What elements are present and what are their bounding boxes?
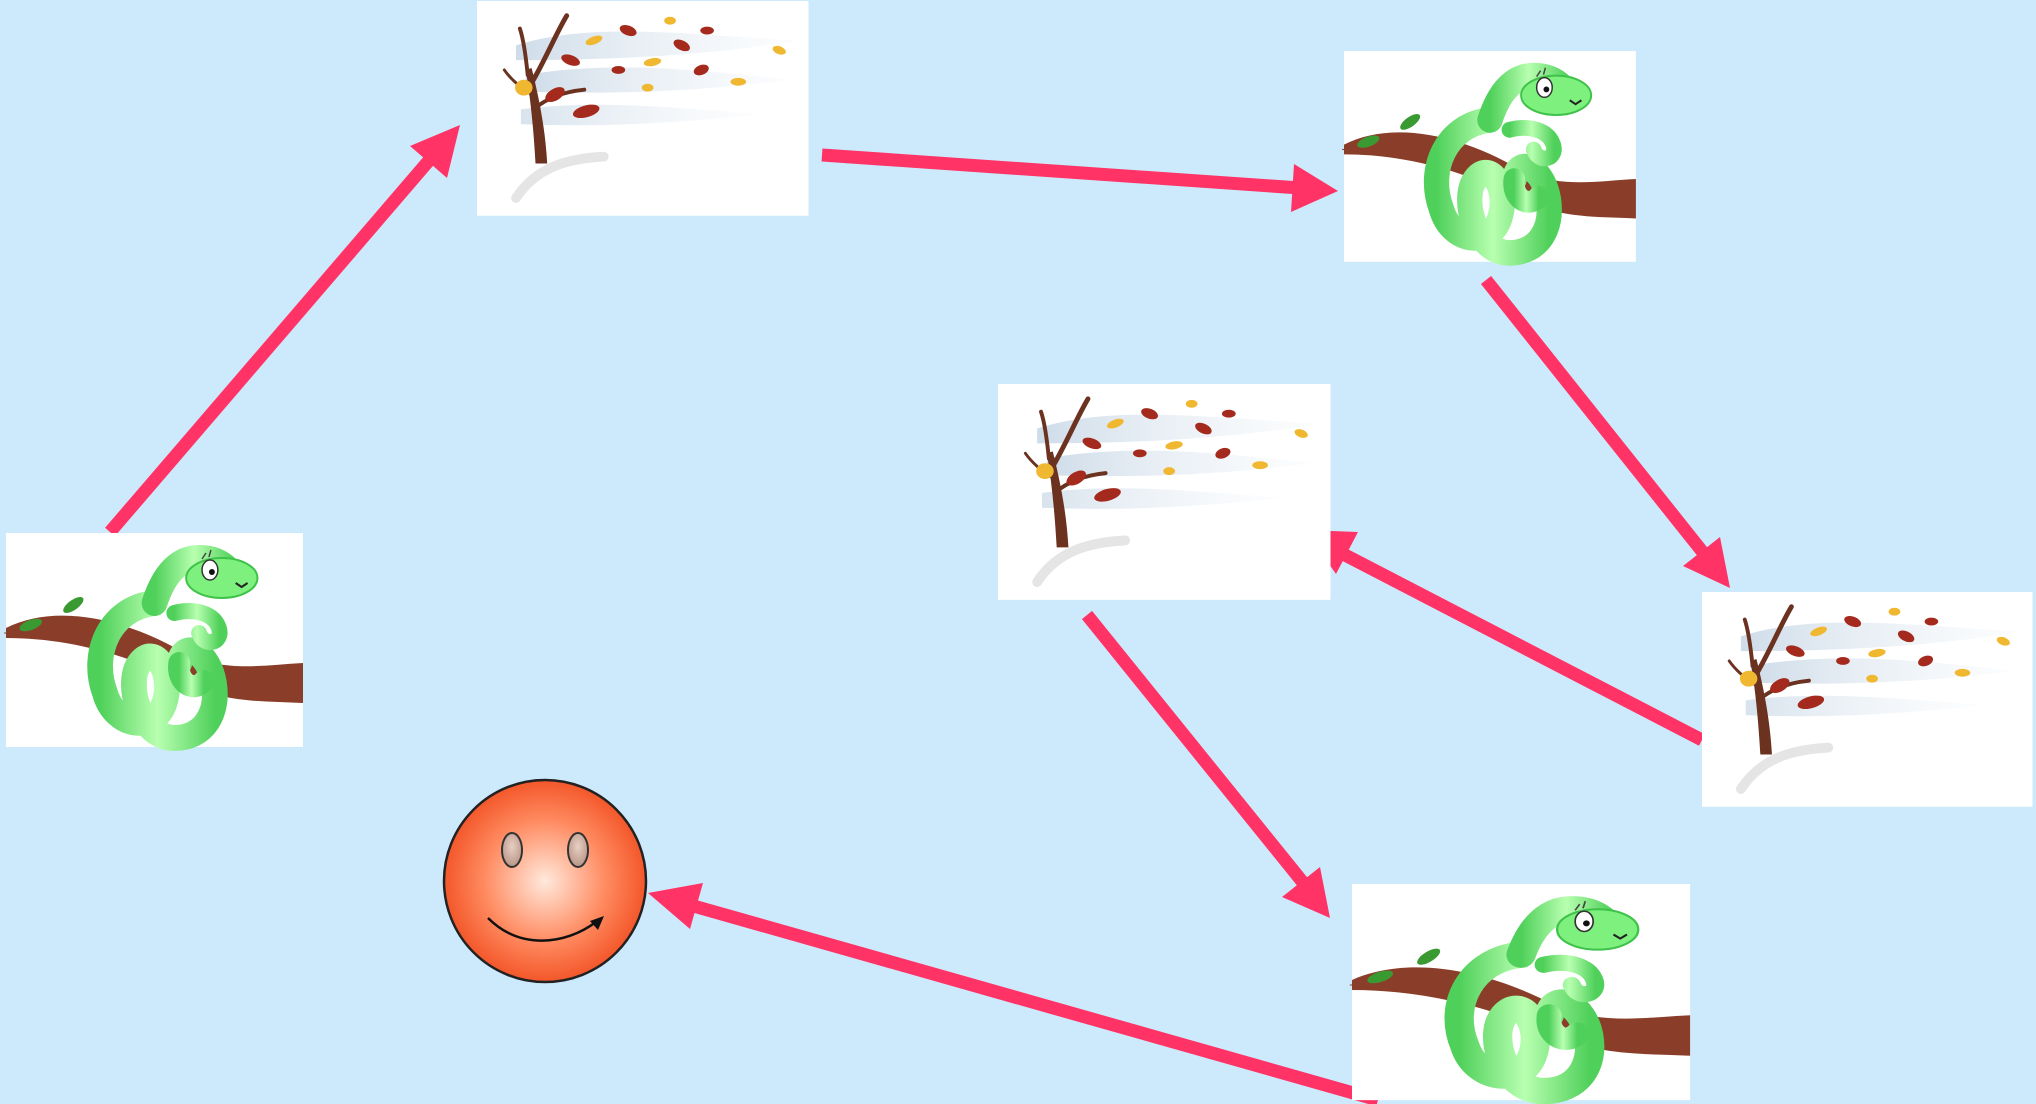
snake-node-3	[1350, 884, 1690, 1100]
smiley-face-icon	[442, 778, 648, 984]
snake-node-1	[4, 533, 303, 747]
snake-node-2	[1342, 51, 1636, 262]
arrow-snake-1-to-wind-1	[105, 125, 460, 537]
wind-node-3	[1702, 592, 2032, 807]
wind-node-2	[998, 384, 1331, 600]
arrow-snake-2-to-wind-2	[1480, 275, 1730, 588]
arrow-snake-3-to-smiley	[648, 883, 1380, 1104]
wind-node-1	[477, 1, 809, 216]
arrow-wind-3-to-snake-3	[1081, 610, 1330, 918]
arrow-wind-1-to-snake-2	[821, 148, 1338, 212]
